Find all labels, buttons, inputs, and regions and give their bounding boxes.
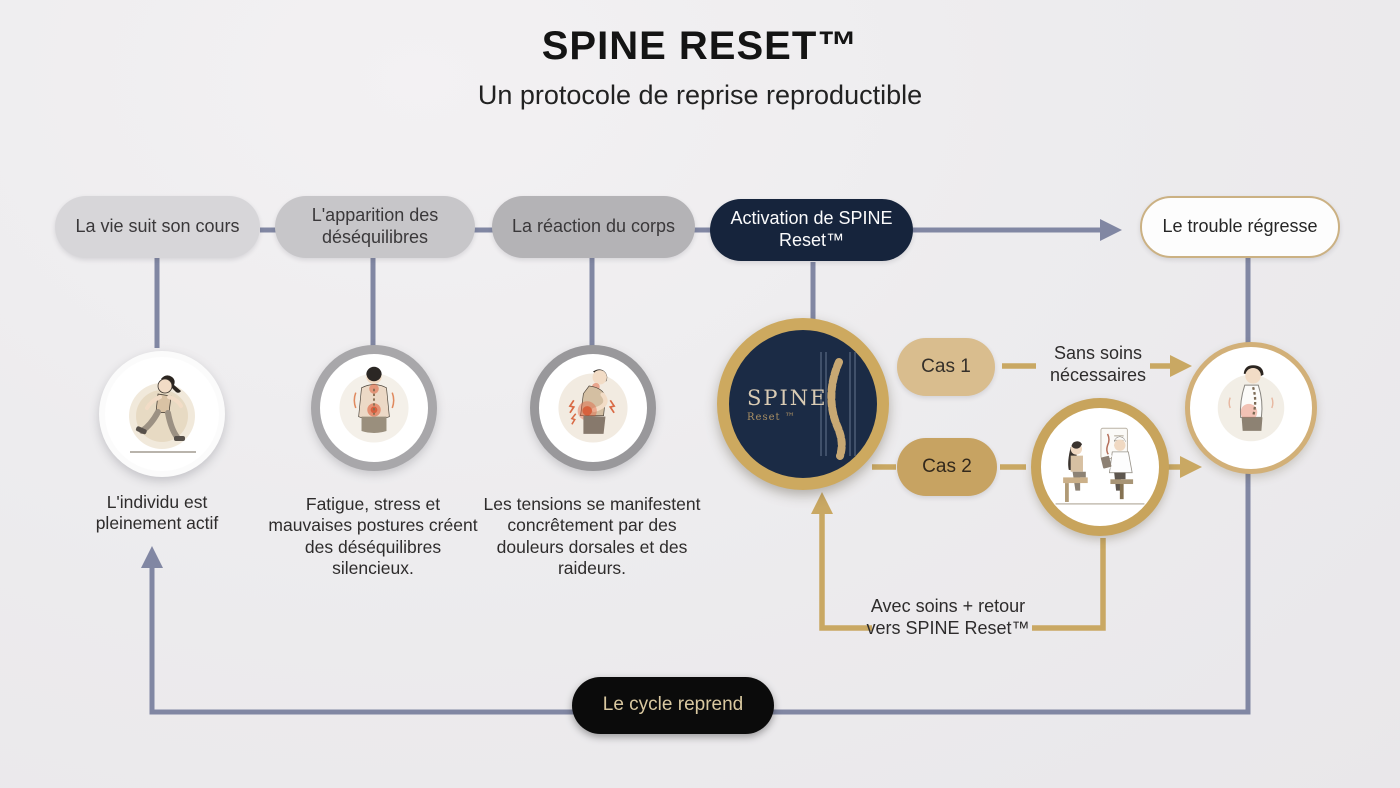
stage-pill-label: La vie suit son cours — [75, 216, 240, 237]
spine-reset-logo-circle: SPINE Reset ™ — [717, 318, 889, 490]
case2-label: Cas 2 — [922, 455, 972, 477]
arrow-up-icon — [811, 492, 833, 514]
spine-illustration — [820, 352, 856, 460]
logo-subname: Reset ™ — [747, 412, 796, 423]
case1-pill: Cas 1 — [897, 338, 995, 396]
stage-pill-activation-spine-reset: Activation de SPINE Reset™ — [710, 199, 913, 261]
walking-person-illustration — [129, 375, 196, 453]
case1-label: Cas 1 — [921, 355, 971, 377]
stage-pill-apparition-desequilibres: L'apparition des déséquilibres — [275, 196, 475, 258]
stage-caption-imbalance: Fatigue, stress et mauvaises postures cr… — [268, 494, 478, 579]
stage-pill-label: Activation de SPINE Reset™ — [730, 208, 893, 250]
logo-name: SPINE — [747, 386, 828, 410]
arrow-right-icon — [1170, 355, 1192, 377]
stage-circle-pain-person — [530, 345, 656, 471]
stage-pill-label: L'apparition des déséquilibres — [311, 205, 439, 247]
recovered-person-illustration — [1217, 365, 1285, 442]
gray-arrowheads — [141, 219, 1122, 568]
case2-pill: Cas 2 — [897, 438, 997, 496]
stage-caption-pain: Les tensions se manifestent concrêtement… — [483, 494, 701, 579]
arrow-right-icon — [1180, 456, 1202, 478]
case1-outcome-note: Sans soins nécessaires — [1049, 343, 1147, 385]
consultation-circle — [1031, 398, 1169, 536]
stage-pill-label: Le trouble régresse — [1162, 216, 1318, 237]
gold-connectors — [819, 363, 1180, 631]
case2-outcome-note: Avec soins + retour vers SPINE Reset™ — [866, 596, 1030, 638]
stage-pill-label: La réaction du corps — [511, 216, 676, 237]
arrow-up-icon — [141, 546, 163, 568]
page-title: SPINE RESET™ — [541, 24, 859, 68]
cycle-restart-pill: Le cycle reprend — [572, 677, 774, 734]
consultation-doctor-patient-illustration — [1055, 427, 1145, 505]
stage-pill-reaction-du-corps: La réaction du corps — [492, 196, 695, 258]
stage-circle-imbalance-person — [311, 345, 437, 471]
gold-arrowheads — [811, 355, 1202, 514]
posture-imbalance-person-illustration — [339, 366, 409, 443]
stage-pill-vie-suit-son-cours: La vie suit son cours — [55, 196, 260, 258]
arrow-right-icon — [1100, 219, 1122, 241]
spine-reset-wordmark: SPINE Reset ™ — [747, 386, 828, 423]
stage-pill-trouble-regresse: Le trouble régresse — [1140, 196, 1340, 258]
stage-caption-active: L'individu est pleinement actif — [95, 492, 219, 534]
back-pain-person-illustration — [558, 369, 628, 443]
recovered-person-circle — [1185, 342, 1317, 474]
page-subtitle: Un protocole de reprise reproductible — [477, 80, 923, 110]
cycle-restart-label: Le cycle reprend — [602, 694, 744, 716]
stage-circle-active-person — [99, 351, 225, 477]
